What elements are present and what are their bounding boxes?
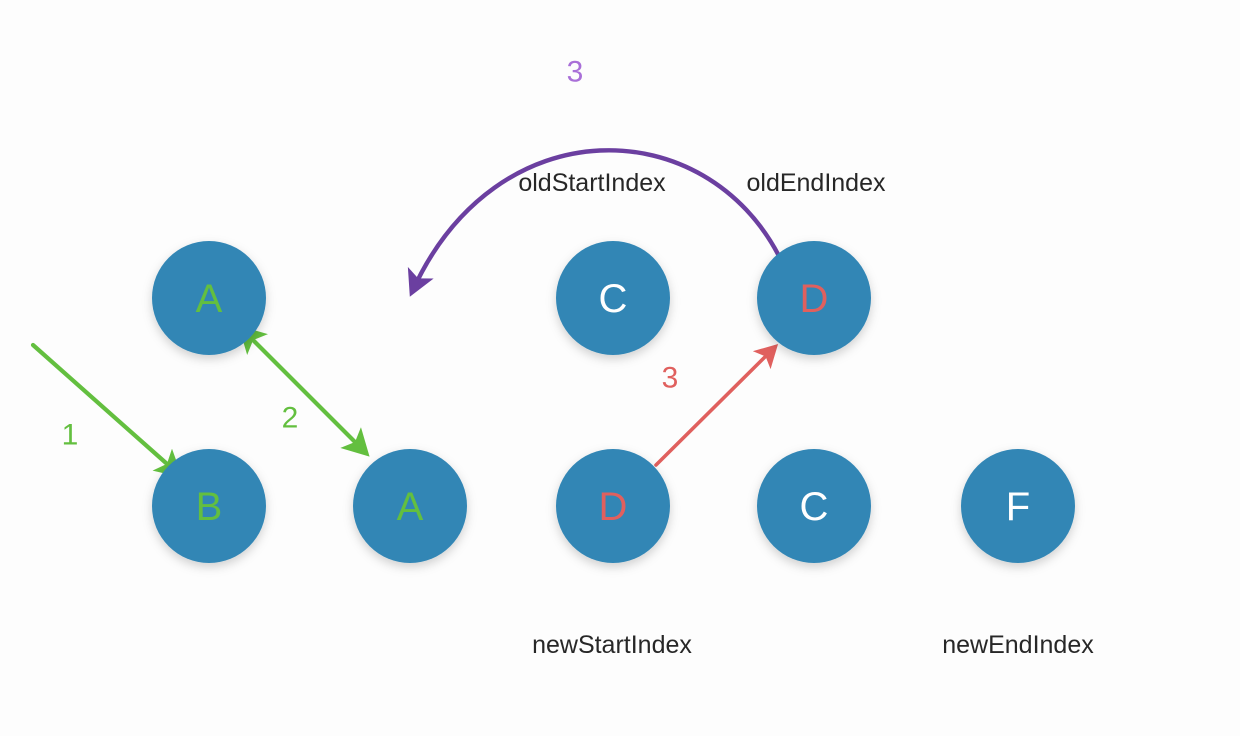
node-circle[interactable] [353, 449, 467, 563]
node-circle[interactable] [152, 241, 266, 355]
old-start-index-label: oldStartIndex [518, 169, 666, 197]
node-new-f[interactable]: F [961, 449, 1075, 563]
node-label: A [196, 277, 223, 321]
node-circle[interactable] [556, 449, 670, 563]
node-label: F [1006, 485, 1030, 529]
node-circle[interactable] [757, 241, 871, 355]
node-label: A [397, 485, 424, 529]
node-label: C [599, 277, 628, 321]
node-new-d[interactable]: D [556, 449, 670, 563]
node-group: A C D B A D [152, 241, 1075, 563]
node-label: B [196, 485, 223, 529]
index-label-group: oldStartIndex oldEndIndex newStartIndex … [518, 169, 1094, 659]
arrow-group [30, 148, 783, 478]
node-new-a[interactable]: A [353, 449, 467, 563]
green-arrow-2 [238, 325, 370, 457]
node-old-c[interactable]: C [556, 241, 670, 355]
step-2-label: 2 [282, 402, 299, 435]
node-circle[interactable] [152, 449, 266, 563]
red-arrow-3 [654, 343, 779, 467]
green-arrow-1 [30, 342, 183, 478]
new-start-index-label: newStartIndex [532, 631, 692, 659]
node-label: D [800, 277, 829, 321]
node-circle[interactable] [757, 449, 871, 563]
old-end-index-label: oldEndIndex [746, 169, 886, 197]
node-label: D [599, 485, 628, 529]
node-new-c[interactable]: C [757, 449, 871, 563]
step-1-label: 1 [62, 419, 79, 452]
purple-arc-arrow-3 [407, 148, 783, 297]
node-old-a[interactable]: A [152, 241, 266, 355]
step-3-red-label: 3 [662, 362, 679, 395]
node-label: C [800, 485, 829, 529]
node-circle[interactable] [556, 241, 670, 355]
node-new-b[interactable]: B [152, 449, 266, 563]
node-old-d[interactable]: D [757, 241, 871, 355]
step-label-group: 1 2 3 3 [62, 56, 679, 452]
new-end-index-label: newEndIndex [942, 631, 1094, 659]
step-3-purple-label: 3 [567, 56, 584, 89]
node-circle[interactable] [961, 449, 1075, 563]
